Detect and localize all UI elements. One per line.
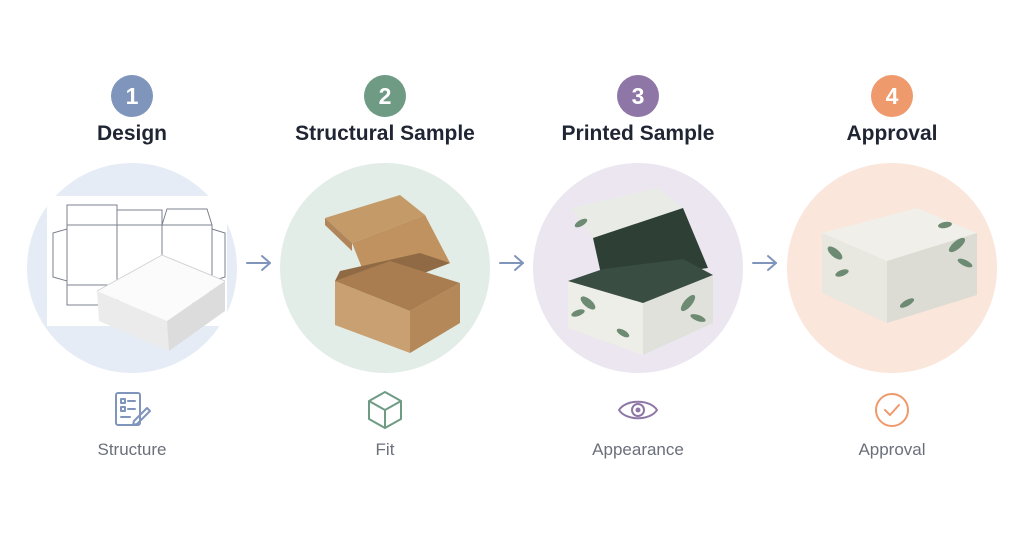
kraft-box-image bbox=[280, 163, 490, 373]
step-number-badge: 4 bbox=[871, 75, 913, 117]
cube-icon bbox=[363, 388, 407, 432]
arrow-right-icon bbox=[750, 253, 780, 273]
step-caption: Appearance bbox=[592, 440, 684, 459]
step-caption: Fit bbox=[375, 440, 395, 459]
step-number-badge: 1 bbox=[111, 75, 153, 117]
step-caption: Approval bbox=[858, 440, 926, 459]
dieline-and-white-box-image bbox=[27, 163, 237, 373]
step-approval: 4 Approval Approval bbox=[777, 0, 1007, 536]
pencil-document-icon bbox=[110, 388, 154, 432]
step-printed-sample: 3 Printed Sample Appearance bbox=[523, 0, 753, 536]
printed-floral-box-image bbox=[533, 163, 743, 373]
check-circle-icon bbox=[870, 388, 914, 432]
step-number-badge: 2 bbox=[364, 75, 406, 117]
arrow-right-icon bbox=[497, 253, 527, 273]
step-caption: Structure bbox=[97, 440, 167, 459]
closed-floral-box-image bbox=[787, 163, 997, 373]
step-number-badge: 3 bbox=[617, 75, 659, 117]
step-title: Approval bbox=[846, 122, 938, 145]
arrow-right-icon bbox=[244, 253, 274, 273]
step-title: Printed Sample bbox=[561, 122, 715, 145]
step-title: Design bbox=[96, 122, 167, 145]
step-title: Structural Sample bbox=[295, 122, 475, 145]
eye-icon bbox=[616, 388, 660, 432]
step-design: 1 Design bbox=[17, 0, 247, 536]
step-structural-sample: 2 Structural Sample Fit bbox=[270, 0, 500, 536]
